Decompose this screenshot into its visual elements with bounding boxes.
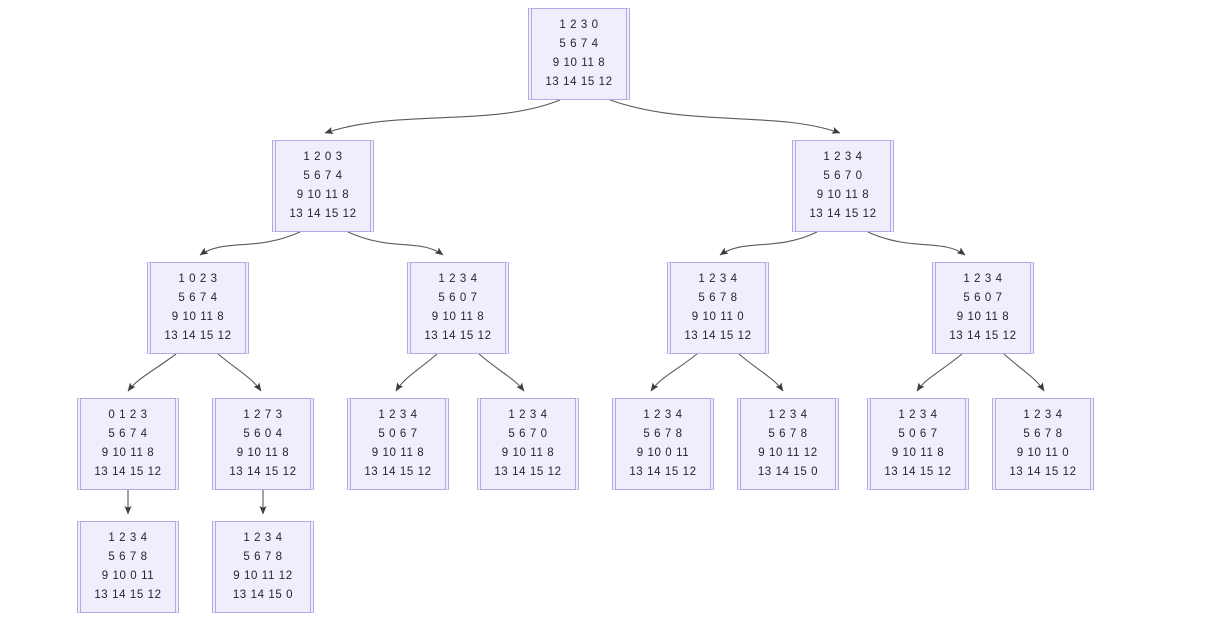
puzzle-row: 13 14 15 12 (364, 466, 432, 478)
tree-node[interactable]: 1 2 3 0 5 6 7 4 9 10 11 8 13 14 15 12 (528, 8, 630, 100)
tree-edge (1003, 353, 1045, 392)
tree-node[interactable]: 1 2 7 3 5 6 0 4 9 10 11 8 13 14 15 12 (212, 398, 314, 490)
puzzle-row: 9 10 11 8 (552, 57, 606, 69)
puzzle-row: 5 6 7 8 (243, 551, 283, 563)
puzzle-row: 1 2 3 4 (438, 273, 478, 285)
puzzle-row: 13 14 15 12 (545, 76, 613, 88)
puzzle-row: 13 14 15 12 (949, 330, 1017, 342)
tree-edge (217, 353, 262, 392)
tree-node[interactable]: 1 2 3 4 5 6 7 8 9 10 0 11 13 14 15 12 (612, 398, 714, 490)
tree-node[interactable]: 1 2 3 4 5 6 0 7 9 10 11 8 13 14 15 12 (932, 262, 1034, 354)
puzzle-row: 5 6 7 8 (1023, 428, 1063, 440)
puzzle-row: 5 6 7 0 (823, 170, 863, 182)
tree-node[interactable]: 1 2 3 4 5 0 6 7 9 10 11 8 13 14 15 12 (867, 398, 969, 490)
tree-node[interactable]: 1 2 3 4 5 6 7 0 9 10 11 8 13 14 15 12 (477, 398, 579, 490)
puzzle-row: 13 14 15 12 (809, 208, 877, 220)
tree-node[interactable]: 1 2 3 4 5 6 7 8 9 10 0 11 13 14 15 12 (77, 521, 179, 613)
tree-edge (395, 353, 438, 392)
puzzle-row: 9 10 11 8 (891, 447, 945, 459)
puzzle-row: 1 2 3 4 (243, 532, 283, 544)
puzzle-row: 1 2 3 4 (963, 273, 1003, 285)
puzzle-row: 13 14 15 12 (629, 466, 697, 478)
tree-node[interactable]: 1 0 2 3 5 6 7 4 9 10 11 8 13 14 15 12 (147, 262, 249, 354)
puzzle-row: 13 14 15 12 (94, 589, 162, 601)
puzzle-row: 9 10 11 0 (691, 311, 745, 323)
puzzle-row: 1 2 7 3 (243, 409, 283, 421)
tree-edge (719, 231, 818, 256)
tree-node[interactable]: 1 2 3 4 5 6 7 8 9 10 11 0 13 14 15 12 (667, 262, 769, 354)
tree-node[interactable]: 1 2 3 4 5 6 7 8 9 10 11 0 13 14 15 12 (992, 398, 1094, 490)
puzzle-row: 13 14 15 12 (164, 330, 232, 342)
tree-node[interactable]: 1 2 0 3 5 6 7 4 9 10 11 8 13 14 15 12 (272, 140, 374, 232)
tree-edge (324, 99, 561, 134)
puzzle-row: 1 2 3 4 (1023, 409, 1063, 421)
puzzle-row: 5 6 7 8 (698, 292, 738, 304)
puzzle-row: 13 14 15 12 (424, 330, 492, 342)
tree-edge (867, 231, 966, 256)
tree-edge (650, 353, 698, 392)
tree-edge (916, 353, 963, 392)
puzzle-row: 1 2 3 4 (898, 409, 938, 421)
puzzle-row: 9 10 11 12 (233, 570, 293, 582)
puzzle-row: 5 0 6 7 (378, 428, 418, 440)
puzzle-row: 13 14 15 12 (884, 466, 952, 478)
tree-node[interactable]: 0 1 2 3 5 6 7 4 9 10 11 8 13 14 15 12 (77, 398, 179, 490)
tree-node[interactable]: 1 2 3 4 5 6 7 0 9 10 11 8 13 14 15 12 (792, 140, 894, 232)
puzzle-row: 5 6 7 8 (768, 428, 808, 440)
puzzle-row: 9 10 11 8 (816, 189, 870, 201)
puzzle-row: 0 1 2 3 (108, 409, 148, 421)
puzzle-row: 1 2 3 4 (643, 409, 683, 421)
puzzle-row: 1 2 3 4 (768, 409, 808, 421)
puzzle-row: 5 6 0 7 (963, 292, 1003, 304)
puzzle-row: 9 10 11 8 (171, 311, 225, 323)
puzzle-row: 13 14 15 12 (1009, 466, 1077, 478)
puzzle-row: 5 6 7 8 (643, 428, 683, 440)
puzzle-row: 9 10 11 8 (431, 311, 485, 323)
puzzle-row: 5 6 0 7 (438, 292, 478, 304)
puzzle-row: 9 10 11 0 (1016, 447, 1070, 459)
puzzle-row: 5 6 7 8 (108, 551, 148, 563)
tree-node[interactable]: 1 2 3 4 5 6 7 8 9 10 11 12 13 14 15 0 (737, 398, 839, 490)
puzzle-row: 13 14 15 12 (94, 466, 162, 478)
puzzle-row: 1 2 3 4 (823, 151, 863, 163)
tree-node[interactable]: 1 2 3 4 5 0 6 7 9 10 11 8 13 14 15 12 (347, 398, 449, 490)
tree-edge (347, 231, 444, 256)
puzzle-row: 9 10 0 11 (636, 447, 690, 459)
puzzle-row: 13 14 15 0 (232, 589, 294, 601)
tree-edge (199, 231, 301, 256)
tree-edge (609, 99, 841, 134)
puzzle-row: 1 2 3 4 (508, 409, 548, 421)
tree-edge (738, 353, 784, 392)
tree-edge (127, 353, 177, 392)
puzzle-row: 1 2 3 4 (108, 532, 148, 544)
puzzle-row: 9 10 11 8 (371, 447, 425, 459)
puzzle-row: 9 10 11 12 (758, 447, 818, 459)
tree-node[interactable]: 1 2 3 4 5 6 0 7 9 10 11 8 13 14 15 12 (407, 262, 509, 354)
puzzle-row: 9 10 0 11 (101, 570, 155, 582)
puzzle-row: 5 6 0 4 (243, 428, 283, 440)
puzzle-row: 13 14 15 12 (494, 466, 562, 478)
puzzle-row: 1 2 3 4 (698, 273, 738, 285)
puzzle-row: 13 14 15 12 (229, 466, 297, 478)
puzzle-row: 5 6 7 4 (559, 38, 599, 50)
puzzle-row: 1 2 3 0 (559, 19, 599, 31)
puzzle-row: 5 6 7 4 (303, 170, 343, 182)
puzzle-row: 1 2 3 4 (378, 409, 418, 421)
puzzle-row: 1 2 0 3 (303, 151, 343, 163)
tree-edge (478, 353, 525, 392)
puzzle-row: 5 6 7 0 (508, 428, 548, 440)
puzzle-row: 5 0 6 7 (898, 428, 938, 440)
puzzle-row: 5 6 7 4 (178, 292, 218, 304)
puzzle-row: 9 10 11 8 (236, 447, 290, 459)
puzzle-row: 13 14 15 12 (289, 208, 357, 220)
puzzle-row: 13 14 15 12 (684, 330, 752, 342)
puzzle-row: 9 10 11 8 (501, 447, 555, 459)
tree-node[interactable]: 1 2 3 4 5 6 7 8 9 10 11 12 13 14 15 0 (212, 521, 314, 613)
puzzle-row: 13 14 15 0 (757, 466, 819, 478)
puzzle-row: 1 0 2 3 (178, 273, 218, 285)
puzzle-row: 9 10 11 8 (101, 447, 155, 459)
puzzle-row: 9 10 11 8 (296, 189, 350, 201)
puzzle-row: 5 6 7 4 (108, 428, 148, 440)
puzzle-row: 9 10 11 8 (956, 311, 1010, 323)
